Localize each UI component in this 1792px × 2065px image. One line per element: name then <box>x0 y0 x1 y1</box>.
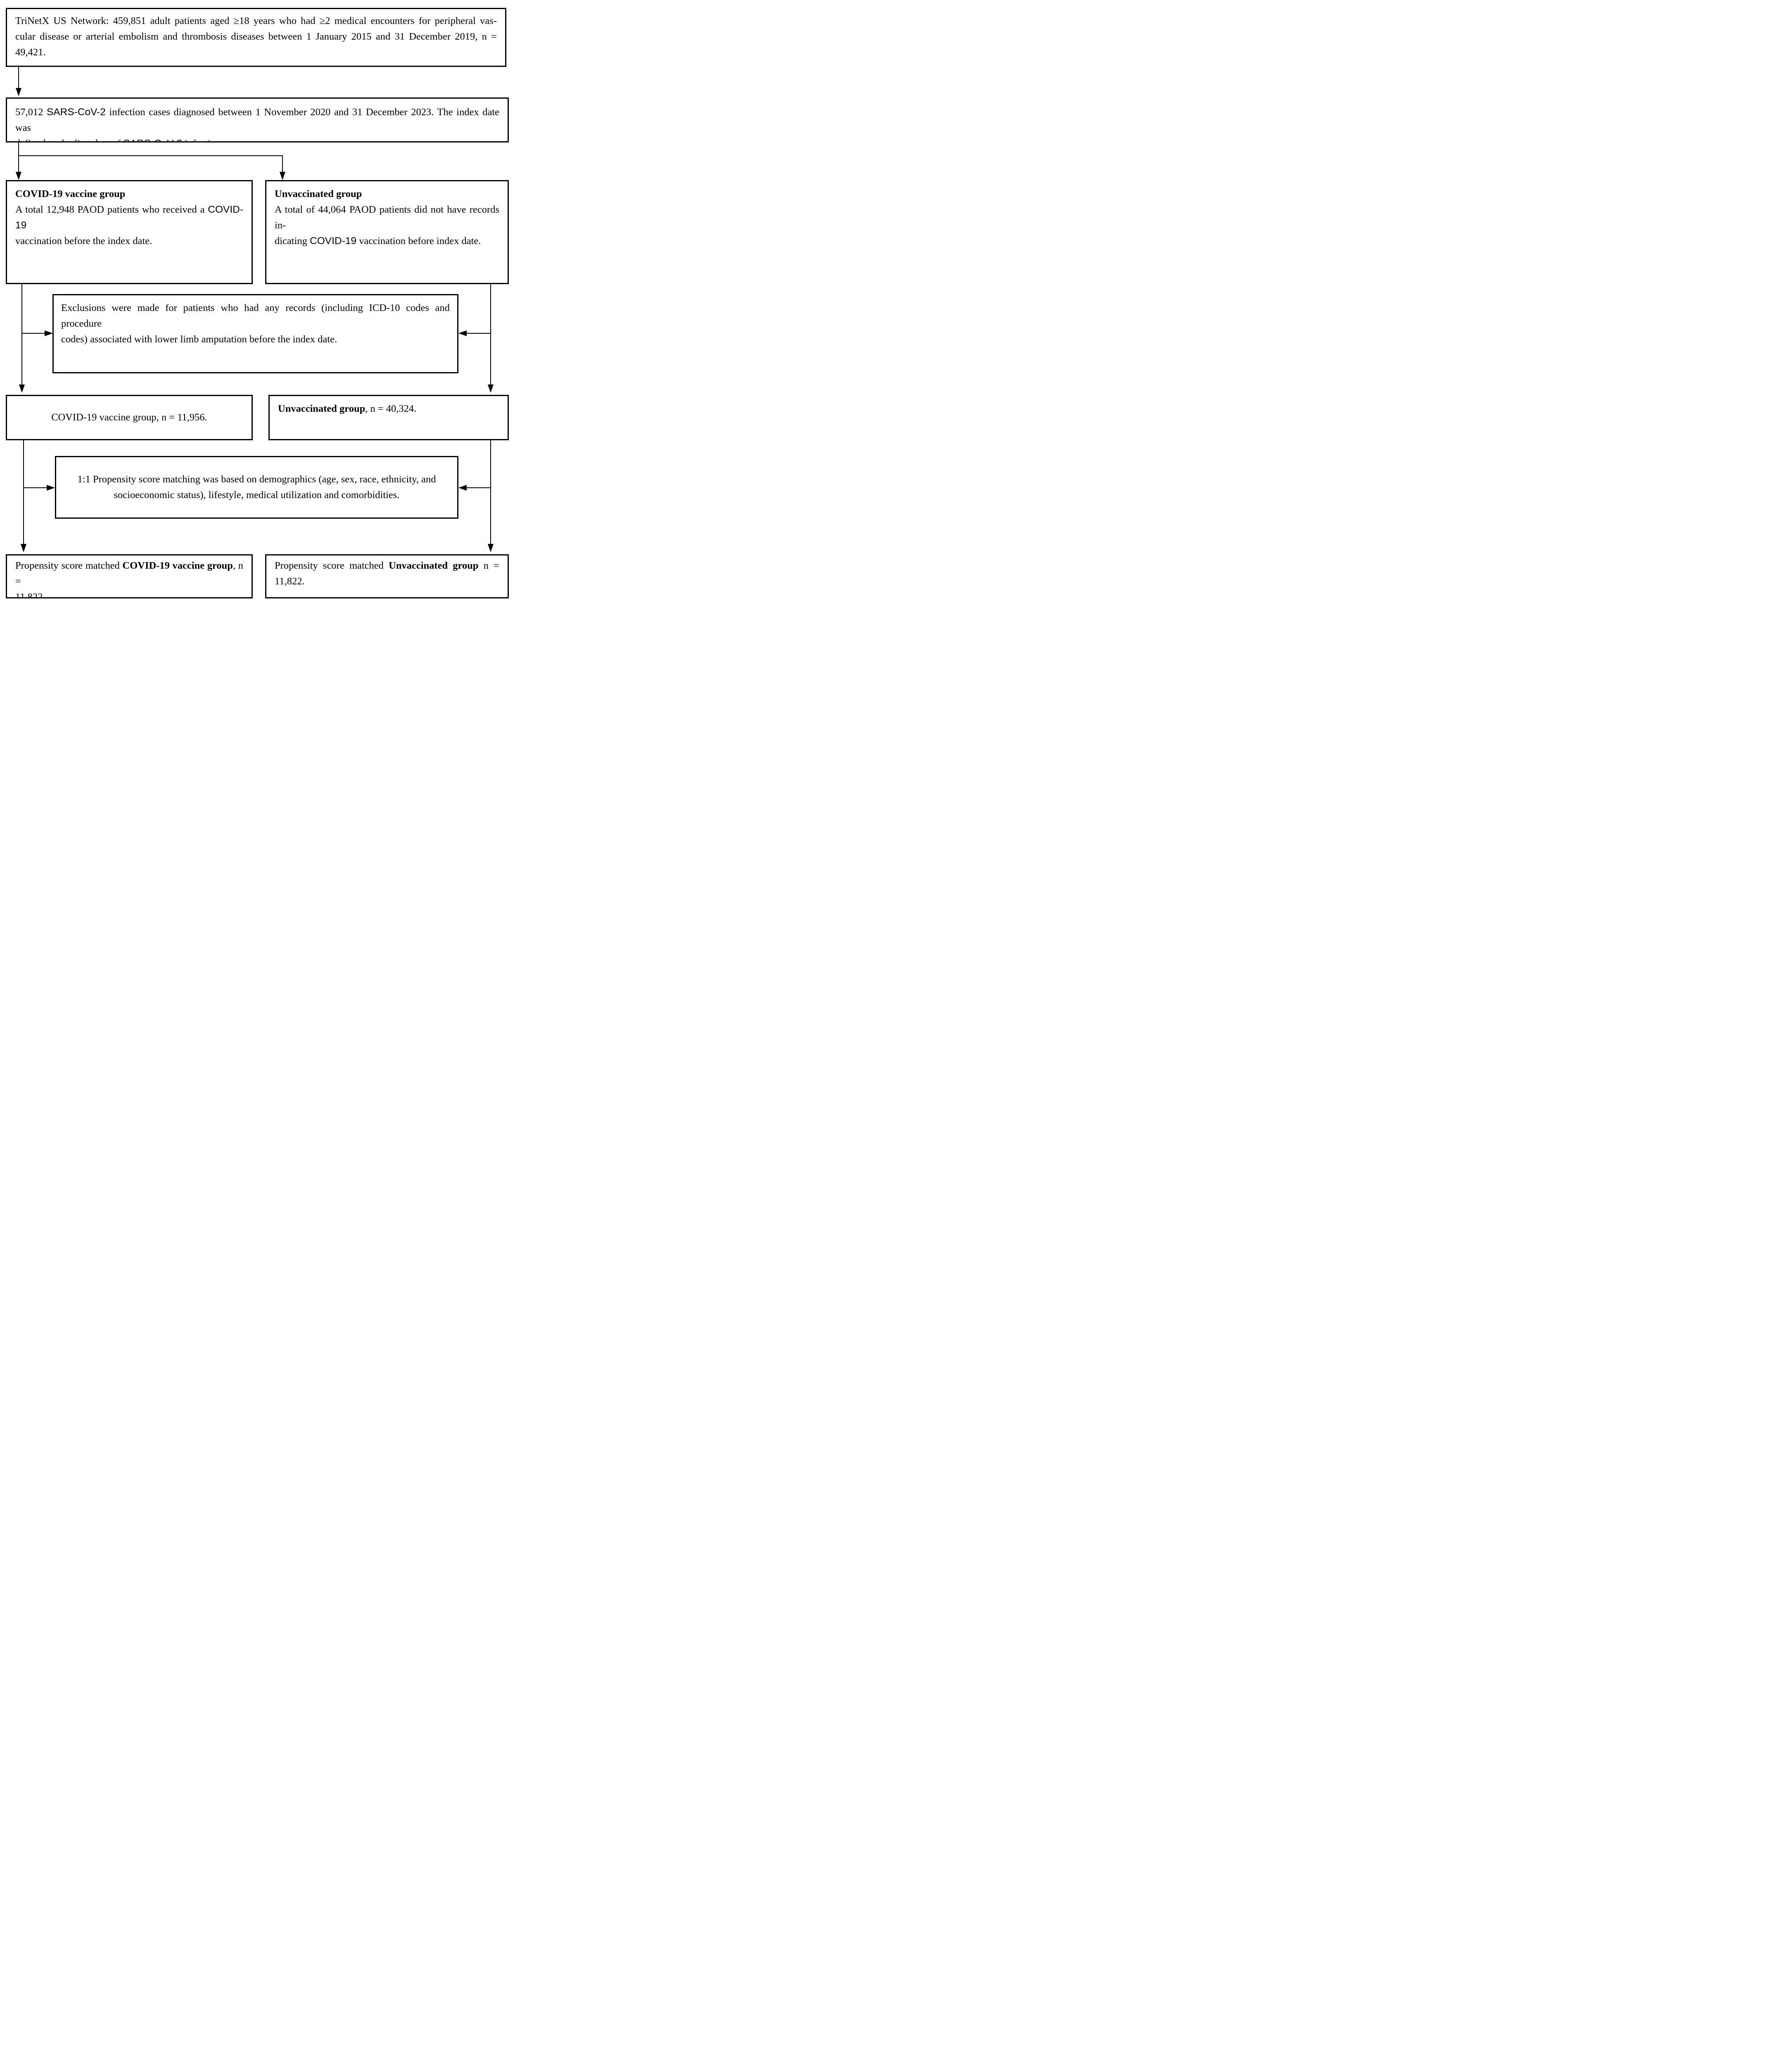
text-segment: COVID-19 vaccine group <box>122 560 233 571</box>
box-matched-unvaccinated-group: Propensity score matched Unvaccinated gr… <box>265 554 509 598</box>
text-segment: A total 12,948 PAOD patients who receive… <box>15 204 208 215</box>
text-line: dicating COVID-19 vaccination before ind… <box>275 233 499 249</box>
arrow-down-icon <box>21 544 26 552</box>
text-line: defined as the first date of SARS-CoV-2 … <box>15 136 499 141</box>
text-line: cular disease or arterial embolism and t… <box>15 29 497 45</box>
box-vaccine-group: COVID-19 vaccine group A total 12,948 PAO… <box>6 180 253 284</box>
text-segment: SARS-CoV-2 <box>46 107 106 118</box>
text-line: 11,822. <box>15 589 243 598</box>
connector-line <box>490 440 491 545</box>
text-segment: COVID-19 <box>310 235 357 247</box>
connector-line <box>18 142 19 173</box>
text-line: Unvaccinated group, n = 40,324. <box>278 401 499 417</box>
text-line: COVID-19 vaccine group, n = 11,956. <box>15 410 243 425</box>
text-segment: A total of 44,064 PAOD patients did not … <box>275 204 499 231</box>
text-segment: n = <box>478 560 499 571</box>
arrow-down-icon <box>488 544 494 552</box>
arrow-down-icon <box>19 385 25 393</box>
text-segment: infection. <box>182 138 223 141</box>
text-segment: COVID-19 vaccine group, n = 11,956. <box>51 412 207 423</box>
text-line: A total of 44,064 PAOD patients did not … <box>275 202 499 233</box>
text-segment: Propensity score matched <box>275 560 389 571</box>
arrow-down-icon <box>488 385 494 393</box>
box-unvaccinated-group-after-exclusion: Unvaccinated group, n = 40,324. <box>268 395 509 440</box>
arrow-left-icon <box>458 330 467 336</box>
text-line: 49,421. <box>15 45 497 60</box>
box-cohort-source: TriNetX US Network: 459,851 adult patien… <box>6 8 506 67</box>
text-segment: socioeconomic status), lifestyle, medica… <box>114 489 400 501</box>
connector-line <box>18 155 283 156</box>
text-line: A total 12,948 PAOD patients who receive… <box>15 202 243 233</box>
text-line: COVID-19 vaccine group <box>15 186 243 202</box>
arrow-right-icon <box>45 330 53 336</box>
text-segment: , n = 40,324. <box>365 403 417 414</box>
text-line: Unvaccinated group <box>275 186 499 202</box>
connector-line <box>467 487 491 488</box>
text-line: vaccination before the index date. <box>15 233 243 249</box>
text-segment: COVID-19 vaccine group <box>15 188 126 199</box>
text-segment: 57,012 <box>15 107 47 118</box>
connector-line <box>21 333 45 334</box>
connector-line <box>467 333 491 334</box>
text-line: 57,012 SARS-CoV-2 infection cases diagno… <box>15 104 499 136</box>
text-segment: cular disease or arterial embolism and t… <box>15 31 497 42</box>
text-segment: codes) associated with lower limb amputa… <box>61 334 337 345</box>
arrow-right-icon <box>47 485 55 491</box>
text-segment: vaccination before the index date. <box>15 235 152 247</box>
box-infection-cases: 57,012 SARS-CoV-2 infection cases diagno… <box>6 97 509 142</box>
box-unvaccinated-group: Unvaccinated group A total of 44,064 PAOD… <box>265 180 509 284</box>
arrow-down-icon <box>16 88 21 96</box>
flowchart-page: TriNetX US Network: 459,851 adult patien… <box>0 0 512 607</box>
text-segment: TriNetX US Network: 459,851 adult patien… <box>15 15 497 26</box>
text-segment: Unvaccinated group <box>278 403 366 414</box>
text-line: Propensity score matched Unvaccinated gr… <box>275 558 499 574</box>
text-segment: SARS-CoV-2 <box>123 138 182 141</box>
text-line: 11,822. <box>275 574 499 589</box>
arrow-left-icon <box>458 485 467 491</box>
text-segment: Unvaccinated group <box>389 560 479 571</box>
text-line: Propensity score matched COVID-19 vaccin… <box>15 558 243 589</box>
connector-line <box>21 284 22 385</box>
connector-line <box>18 67 19 89</box>
text-segment: 11,822. <box>275 576 305 587</box>
arrow-down-icon <box>280 172 285 180</box>
box-exclusions: Exclusions were made for patients who ha… <box>52 294 458 373</box>
arrow-down-icon <box>16 172 21 180</box>
box-propensity-matching: 1:1 Propensity score matching was based … <box>55 456 458 519</box>
text-segment: 1:1 Propensity score matching was based … <box>77 474 436 485</box>
text-line: TriNetX US Network: 459,851 adult patien… <box>15 13 497 29</box>
connector-line <box>23 487 47 488</box>
connector-line <box>282 155 283 173</box>
text-segment: Propensity score matched <box>15 560 123 571</box>
text-line: socioeconomic status), lifestyle, medica… <box>64 487 449 503</box>
text-segment: 11,822. <box>15 591 45 598</box>
text-segment: COVID-19 <box>15 204 243 231</box>
text-segment: defined as the first date of <box>15 138 123 141</box>
text-segment: Exclusions were made for patients who ha… <box>61 302 450 329</box>
text-segment: dicating <box>275 235 310 247</box>
box-vaccine-group-after-exclusion: COVID-19 vaccine group, n = 11,956. <box>6 395 253 440</box>
text-segment: vaccination before index date. <box>356 235 481 247</box>
text-segment: Unvaccinated group <box>275 188 362 199</box>
box-matched-vaccine-group: Propensity score matched COVID-19 vaccin… <box>6 554 253 598</box>
text-segment: , n = <box>15 560 243 587</box>
text-segment: infection cases diagnosed between 1 Nove… <box>15 107 500 133</box>
connector-line <box>490 284 491 385</box>
text-segment: 49,421. <box>15 47 46 58</box>
text-line: codes) associated with lower limb amputa… <box>61 332 450 347</box>
text-line: 1:1 Propensity score matching was based … <box>64 472 449 487</box>
text-line: Exclusions were made for patients who ha… <box>61 300 450 332</box>
connector-line <box>23 440 24 545</box>
